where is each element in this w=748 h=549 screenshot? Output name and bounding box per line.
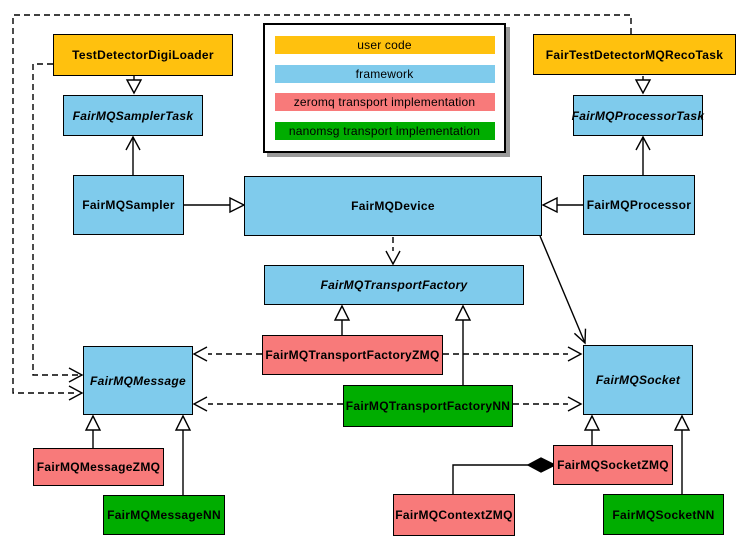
node-fairmqtransportfactoryzmq: FairMQTransportFactoryZMQ	[262, 335, 443, 375]
edge-recotask-to-message	[12, 14, 632, 394]
node-fairmqmessagezmq: FairMQMessageZMQ	[33, 448, 164, 486]
legend-item-user-code: user code	[274, 35, 495, 54]
node-fairmqdevice: FairMQDevice	[244, 176, 542, 236]
dependency-edges	[12, 14, 632, 405]
node-testdetectordigiloader: TestDetectorDigiLoader	[53, 34, 233, 76]
node-fairmqtransportfactorynn: FairMQTransportFactoryNN	[343, 385, 513, 427]
node-fairmqsampler: FairMQSampler	[73, 175, 184, 235]
node-fairmqprocessor: FairMQProcessor	[583, 175, 695, 235]
node-fairmqmessagenn: FairMQMessageNN	[103, 495, 225, 535]
node-fairmqcontextzmq: FairMQContextZMQ	[393, 494, 515, 536]
legend: user code framework zeromq transport imp…	[263, 23, 506, 153]
inheritance-triangles	[84, 79, 691, 431]
node-fairmqsamplertask: FairMQSamplerTask	[63, 95, 203, 136]
node-fairmqsocketzmq: FairMQSocketZMQ	[553, 445, 673, 485]
solid-edges	[92, 76, 683, 495]
node-fairmqsocket: FairMQSocket	[583, 345, 693, 415]
node-fairmqprocessortask: FairMQProcessorTask	[572, 95, 704, 136]
node-fairmqsocketnn: FairMQSocketNN	[603, 494, 724, 535]
legend-item-nanomsg: nanomsg transport implementation	[274, 122, 495, 141]
edge-contextzmq-to-socketzmq	[452, 464, 528, 494]
node-fairtestdetectormqrecotask: FairTestDetectorMQRecoTask	[533, 34, 736, 75]
edge-digiloader-to-message	[32, 63, 78, 376]
composition-diamond-icon	[526, 457, 557, 473]
legend-item-zeromq: zeromq transport implementation	[274, 93, 495, 112]
node-fairmqmessage: FairMQMessage	[83, 346, 193, 415]
legend-item-framework: framework	[274, 64, 495, 83]
edge-device-to-socket	[539, 235, 586, 344]
node-fairmqtransportfactory: FairMQTransportFactory	[264, 265, 524, 305]
